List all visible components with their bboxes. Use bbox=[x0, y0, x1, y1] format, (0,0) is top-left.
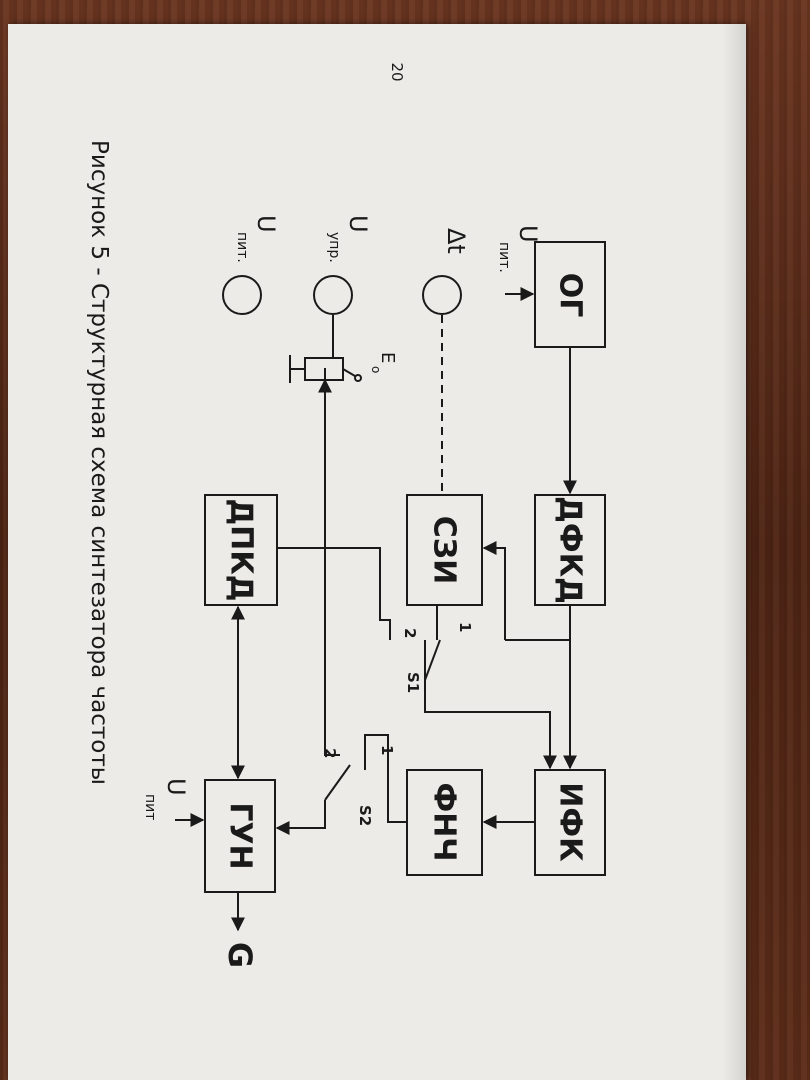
output-g-label: G bbox=[221, 942, 259, 968]
terminal-dt bbox=[422, 275, 462, 315]
switch-s1-pos2: 2 bbox=[401, 628, 419, 638]
switch-s1-blade bbox=[424, 639, 441, 681]
switch-s2-pos2: 2 bbox=[321, 748, 339, 758]
potentiometer-e0-lead bbox=[342, 368, 356, 377]
block-dpkd bbox=[204, 494, 278, 606]
switch-s1-pos1: 1 bbox=[456, 622, 474, 632]
paper-fold-shadow bbox=[722, 24, 746, 1080]
block-gun-label: ГУН bbox=[223, 802, 258, 869]
paper-sheet bbox=[8, 24, 746, 1080]
wire-dfkd-szi bbox=[482, 541, 506, 640]
block-szi bbox=[406, 494, 483, 606]
page-number: 20 bbox=[388, 62, 406, 81]
switch-s2-label: S2 bbox=[356, 805, 374, 826]
figure-caption: Рисунок 5 - Структурная схема синтезатор… bbox=[86, 140, 112, 785]
upit-og-label: U bbox=[514, 225, 542, 243]
wire-s1-contact2 bbox=[277, 547, 391, 640]
switch-s2-pos1: 1 bbox=[378, 745, 396, 755]
terminal-upit bbox=[222, 275, 262, 315]
terminal-uupr bbox=[313, 275, 353, 315]
upit-og-sub: пит. bbox=[496, 242, 512, 273]
wire-pot-s2 bbox=[324, 368, 340, 756]
wire-s1-ifk bbox=[424, 640, 557, 770]
switch-s1-label: S1 bbox=[404, 672, 422, 693]
block-og-label: ОГ bbox=[553, 273, 588, 318]
upit-gun-sub: пит bbox=[142, 794, 158, 820]
wire-fnch-s2 bbox=[364, 734, 407, 823]
switch-s2-blade bbox=[324, 764, 351, 801]
dt-label: Δt bbox=[442, 228, 470, 254]
upit-gun-label: U bbox=[162, 778, 190, 796]
block-gun bbox=[204, 779, 276, 893]
block-dfkd-label: ДФКД bbox=[553, 496, 588, 604]
block-fnch-label: ФНЧ bbox=[427, 782, 462, 861]
block-dpkd-label: ДПКД bbox=[224, 498, 259, 601]
e0-label: E bbox=[377, 352, 398, 363]
wire-s2-gun bbox=[275, 800, 326, 835]
block-ifk-label: ИФК bbox=[553, 782, 588, 862]
uupr-label: U bbox=[344, 215, 372, 233]
block-szi-label: СЗИ bbox=[427, 516, 462, 584]
upit-sub: пит. bbox=[234, 232, 250, 263]
upit-label: U bbox=[252, 215, 280, 233]
e0-sub: o bbox=[369, 366, 383, 373]
e0-terminal bbox=[354, 374, 362, 382]
uupr-sub: упр. bbox=[326, 232, 342, 263]
